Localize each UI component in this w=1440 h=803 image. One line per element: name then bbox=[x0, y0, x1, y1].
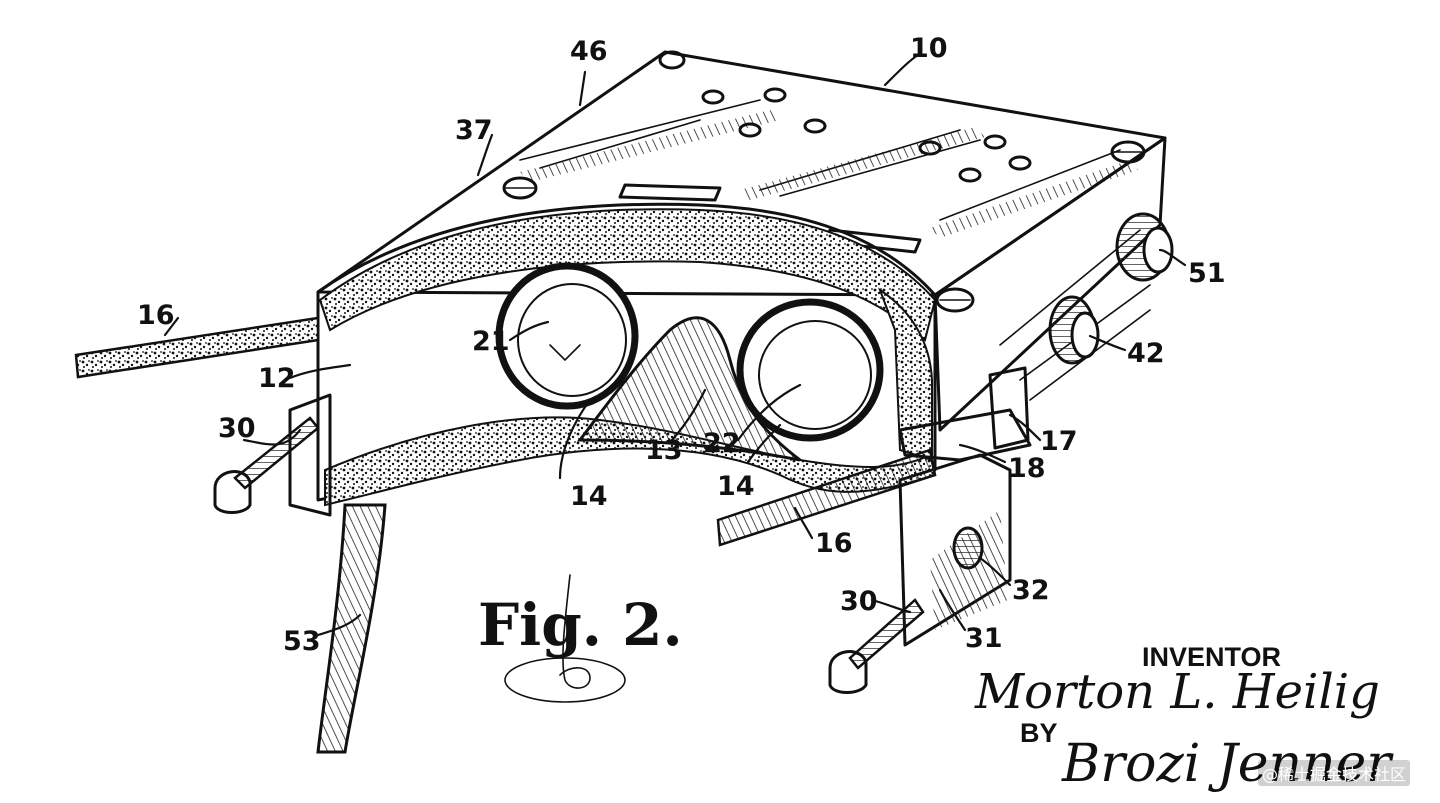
ref-17: 17 bbox=[1040, 426, 1078, 457]
ref-14-left: 14 bbox=[570, 481, 608, 512]
ref-30-right: 30 bbox=[840, 586, 878, 617]
ref-10: 10 bbox=[910, 33, 948, 64]
ref-12: 12 bbox=[258, 363, 296, 394]
ref-18: 18 bbox=[1008, 453, 1046, 484]
left-side-block bbox=[288, 393, 332, 517]
strap-16-bottom bbox=[716, 448, 937, 547]
ref-16-left: 16 bbox=[137, 300, 175, 331]
lens-22 bbox=[736, 298, 884, 442]
by-label: BY bbox=[1020, 718, 1058, 748]
ref-46: 46 bbox=[570, 36, 608, 67]
ref-51: 51 bbox=[1188, 258, 1226, 289]
arm-30-right bbox=[828, 598, 925, 694]
ref-14-right: 14 bbox=[717, 471, 755, 502]
nose-cutout-13 bbox=[577, 316, 801, 462]
leader-lines bbox=[163, 53, 1187, 637]
ref-37: 37 bbox=[455, 115, 493, 146]
ref-13: 13 bbox=[645, 435, 683, 466]
strap-16-left bbox=[74, 316, 320, 379]
cable-53 bbox=[316, 503, 387, 754]
ref-53: 53 bbox=[283, 626, 321, 657]
ref-32: 32 bbox=[1012, 575, 1050, 606]
arm-30-left bbox=[213, 416, 320, 514]
watermark: @稀土掘金技术社区 bbox=[1258, 760, 1411, 786]
inventor-signature: Morton L. Heilig bbox=[975, 664, 1380, 720]
lens-21 bbox=[495, 262, 639, 410]
knob-42 bbox=[1048, 295, 1100, 365]
clip-17-18 bbox=[898, 366, 1032, 462]
ref-30-left: 30 bbox=[218, 413, 256, 444]
inventor-heading: INVENTOR bbox=[1142, 642, 1282, 672]
knob-32 bbox=[952, 526, 984, 570]
attorney-signature: Brozi Jenner bbox=[1062, 734, 1392, 794]
figure-label: Fig. 2. bbox=[478, 591, 683, 659]
figure-label-flourish bbox=[504, 574, 626, 703]
top-hatch-bands bbox=[520, 110, 1138, 238]
ref-42: 42 bbox=[1127, 338, 1165, 369]
knob-51 bbox=[1115, 212, 1174, 282]
ref-21: 21 bbox=[472, 326, 510, 357]
ref-22: 22 bbox=[703, 428, 741, 459]
ref-16-bottom: 16 bbox=[815, 528, 853, 559]
ref-31: 31 bbox=[965, 623, 1003, 654]
top-holes bbox=[701, 87, 1032, 183]
